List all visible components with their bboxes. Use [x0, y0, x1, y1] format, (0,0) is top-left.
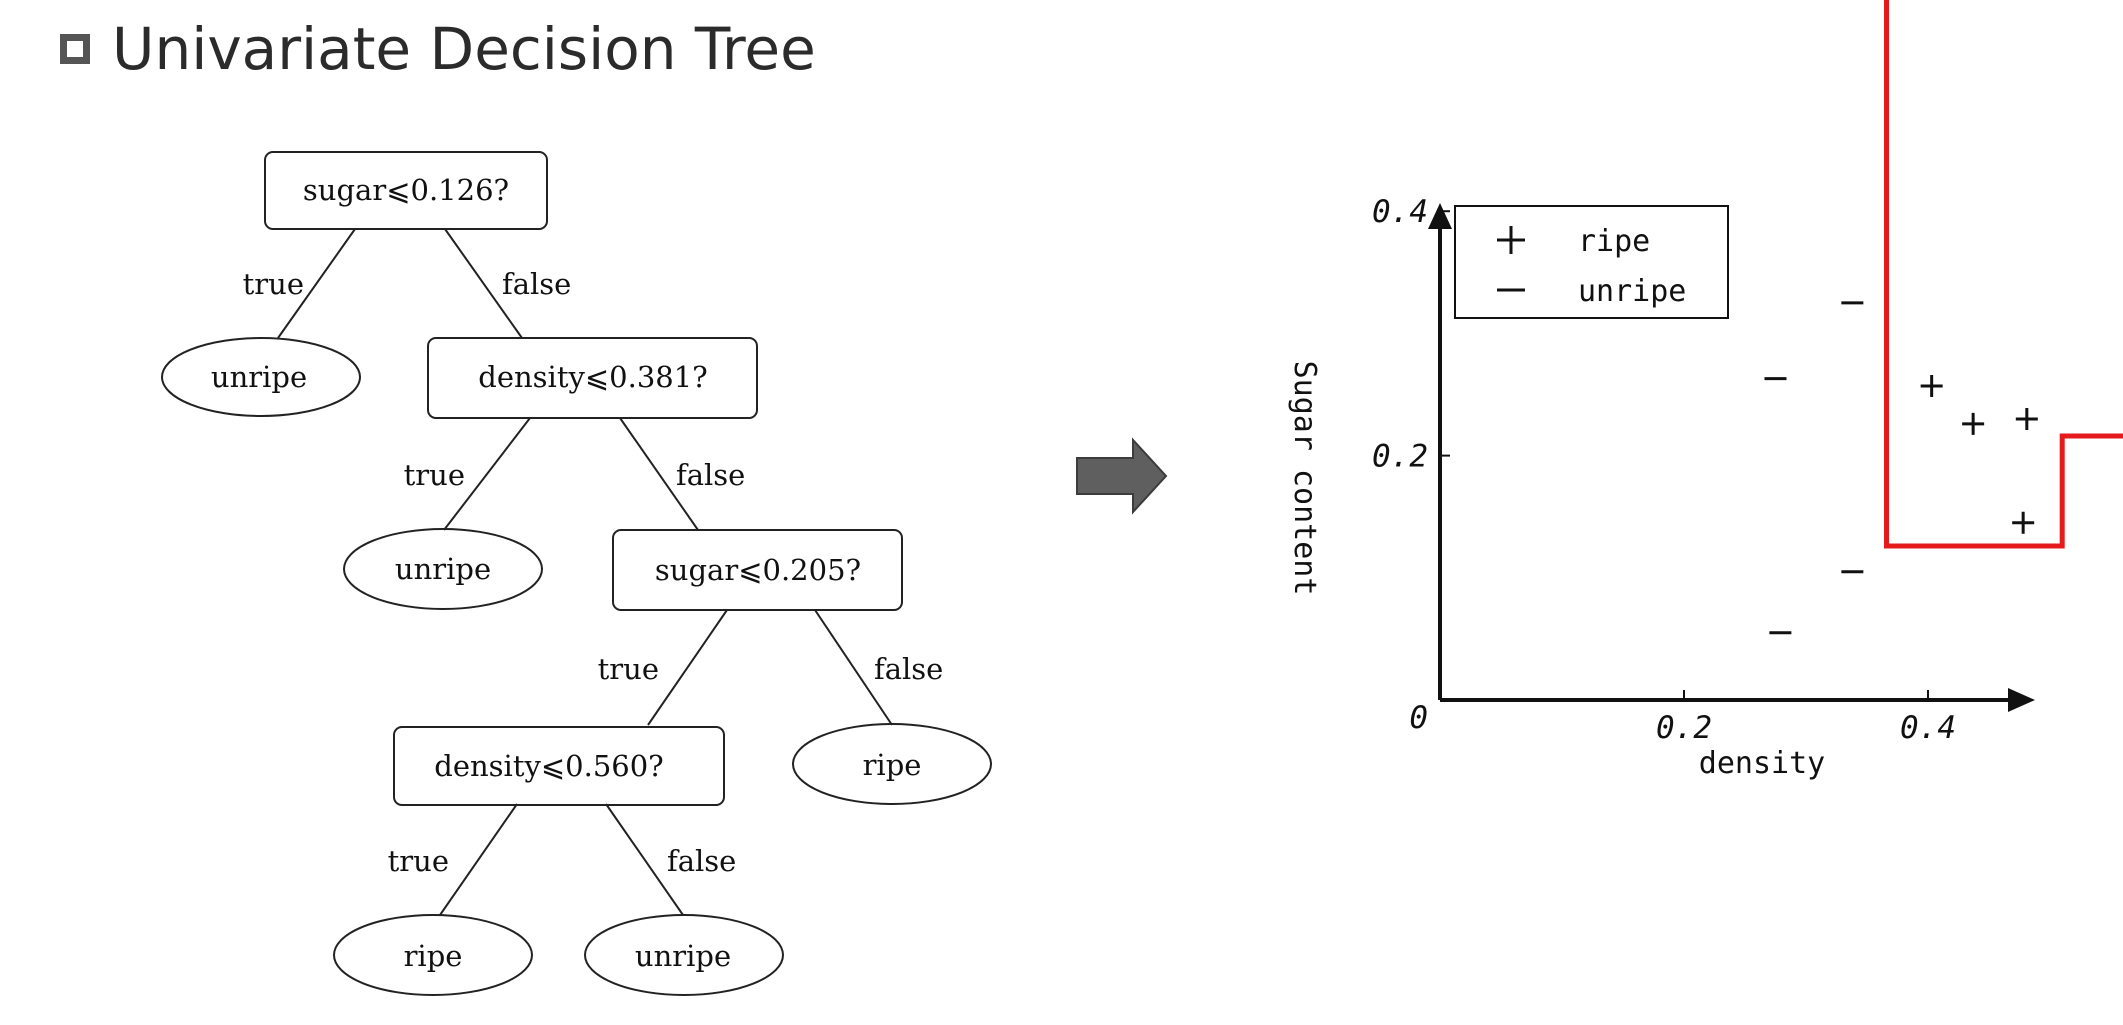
node-label: sugar⩽0.126? [303, 173, 509, 207]
leaf-label: unripe [395, 552, 491, 586]
tree-edge [444, 228, 523, 339]
y-axis-arrowhead [1428, 203, 1452, 229]
tree-leaf-node [161, 337, 361, 417]
tree-decision-node [393, 726, 725, 806]
edge-label: true [243, 267, 304, 301]
legend-box [1454, 205, 1729, 319]
x-axis-arrowhead [2008, 688, 2035, 712]
scatter-chart: 0.20.40.60.80.20.40.60densitySugar conte… [1287, 0, 2123, 781]
origin-label: 0 [1409, 700, 1428, 736]
node-label: density⩽0.381? [478, 360, 707, 394]
tree-edge [814, 609, 893, 726]
leaf-label: unripe [635, 939, 731, 973]
y-tick-label: 0.4 [1372, 194, 1428, 230]
tree-edge [605, 803, 684, 916]
leaf-label: unripe [211, 360, 307, 394]
legend-ripe-marker [1497, 226, 1525, 254]
edge-label: false [667, 844, 736, 878]
bullet-square-icon [60, 34, 90, 64]
node-label: density⩽0.560? [434, 749, 663, 783]
x-axis-label: density [1699, 746, 1825, 781]
tree-leaf-node [792, 723, 992, 805]
tree-decision-node [612, 529, 903, 611]
tree-edge [443, 417, 531, 531]
title-row: Univariate Decision Tree [60, 14, 816, 84]
edge-label: false [874, 652, 943, 686]
legend-label-ripe: ripe [1578, 224, 1650, 259]
ripe-point [1962, 412, 1985, 435]
ripe-point [1920, 374, 1943, 397]
tree-edge [277, 228, 356, 339]
y-axis-label: Sugar content [1287, 361, 1322, 596]
page-title: Univariate Decision Tree [112, 15, 816, 83]
leaf-label: ripe [404, 939, 463, 973]
tree-edge [439, 803, 518, 916]
edge-label: false [676, 458, 745, 492]
legend-label-unripe: unripe [1578, 274, 1686, 309]
ripe-point [2012, 511, 2035, 534]
x-tick-label: 0.2 [1656, 710, 1712, 746]
right-arrow-icon [1076, 437, 1168, 515]
tree-edge [647, 609, 728, 726]
edge-label: true [388, 844, 449, 878]
tree-edge [619, 417, 699, 531]
tree-leaf-node [343, 528, 543, 610]
leaf-label: ripe [863, 748, 922, 782]
edge-label: true [404, 458, 465, 492]
node-label: sugar⩽0.205? [655, 553, 861, 587]
tree-leaf-node [584, 914, 784, 996]
decision-tree [161, 151, 992, 996]
y-tick-label: 0.2 [1372, 439, 1428, 475]
tree-leaf-node [333, 914, 533, 996]
edge-label: true [598, 652, 659, 686]
tree-decision-node [264, 151, 548, 230]
tree-decision-node [427, 337, 758, 419]
edge-label: false [502, 267, 571, 301]
x-tick-label: 0.4 [1900, 710, 1956, 746]
ripe-point [2015, 407, 2038, 430]
decision-boundary-line [1884, 0, 2123, 549]
